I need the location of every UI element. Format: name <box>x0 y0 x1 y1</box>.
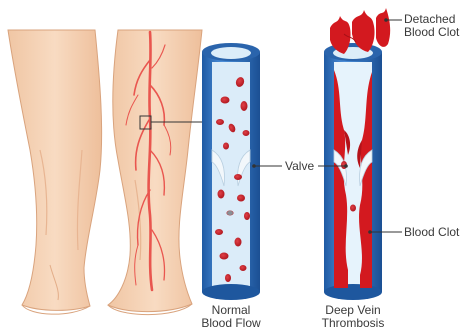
detached-clot-label-line2: Blood Clot <box>404 26 459 39</box>
dvt-vessel <box>324 43 382 300</box>
dvt-caption: Deep Vein Thrombosis <box>316 304 390 330</box>
dvt-caption-line2: Thrombosis <box>316 317 390 330</box>
detached-clot <box>330 8 390 54</box>
normal-caption: Normal Blood Flow <box>196 304 266 330</box>
normal-caption-line2: Blood Flow <box>196 317 266 330</box>
blood-clot-label: Blood Clot <box>404 226 459 239</box>
valve-label: Valve <box>285 160 314 173</box>
normal-vessel <box>202 43 260 300</box>
affected-leg <box>108 30 202 315</box>
healthy-leg <box>8 30 102 314</box>
detached-clot-label: Detached Blood Clot <box>404 13 459 39</box>
